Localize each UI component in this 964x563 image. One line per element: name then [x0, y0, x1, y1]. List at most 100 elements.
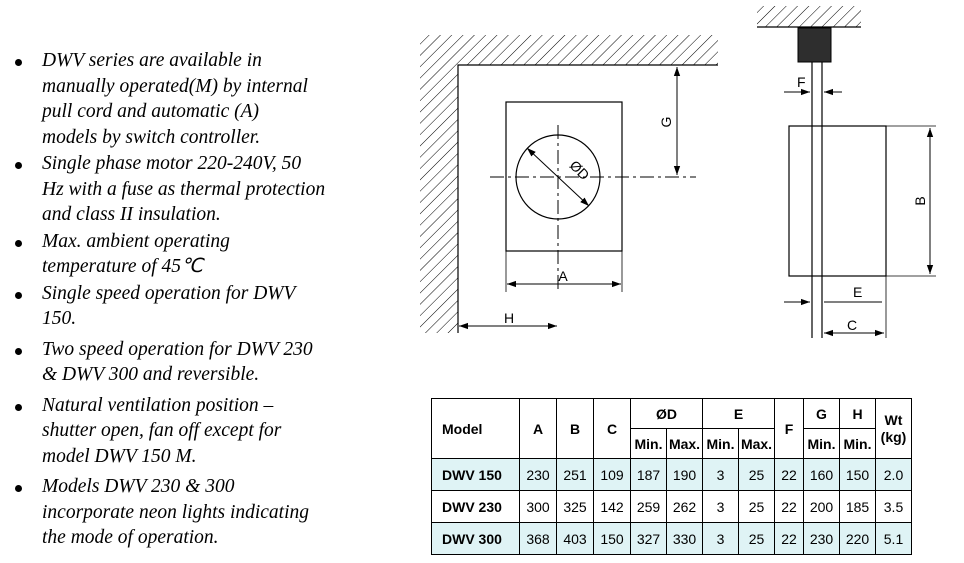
dimension-drawings: ØD G A H F B	[420, 6, 936, 338]
cell-g-min: 230	[803, 522, 840, 555]
cell-h-min: 150	[839, 458, 876, 491]
bullet-icon	[15, 291, 22, 299]
header-b: B	[556, 398, 594, 459]
header-h-min: Min.	[839, 428, 876, 459]
cell-g-min: 160	[803, 458, 840, 491]
cell-d-max: 262	[666, 490, 703, 523]
cell-e-max: 25	[738, 522, 775, 555]
table-row: DWV 150 230 251 109 187 190 3 25 22 160 …	[431, 458, 912, 491]
cell-d-min: 187	[630, 458, 667, 491]
line: Max. ambient operating	[42, 230, 230, 252]
header-a: A	[519, 398, 557, 459]
cell-f: 22	[774, 522, 804, 555]
list-item: DWV series are available in manually oper…	[10, 48, 380, 150]
header-h: H	[839, 398, 876, 429]
cell-h-min: 220	[839, 522, 876, 555]
cell-h-min: 185	[839, 490, 876, 523]
cell-e-max: 25	[738, 458, 775, 491]
cell-weight: 5.1	[875, 522, 912, 555]
side-view: F B E C	[757, 6, 936, 338]
cell-g-min: 200	[803, 490, 840, 523]
specifications-table: Model A B C ØD E F G H Wt(kg) Min. Max. …	[431, 398, 912, 555]
line: and class II insulation.	[42, 204, 221, 225]
bullet-icon	[15, 485, 22, 492]
cell-weight: 2.0	[875, 458, 912, 491]
list-item: Max. ambient operating temperature of 45℃	[10, 229, 380, 280]
feature-list: DWV series are available in manually oper…	[10, 48, 380, 551]
list-item: Two speed operation for DWV 230 & DWV 300…	[10, 337, 380, 388]
cell-c: 109	[593, 458, 631, 491]
header-f: F	[774, 398, 804, 459]
table-row: DWV 300 368 403 150 327 330 3 25 22 230 …	[431, 522, 912, 555]
header-d: ØD	[630, 398, 703, 429]
cell-e-min: 3	[702, 490, 739, 523]
diameter-arrow	[526, 147, 590, 207]
ceiling-hatching	[757, 6, 861, 27]
line: & DWV 300 and reversible.	[42, 364, 260, 385]
line: pull cord and automatic (A)	[42, 101, 259, 122]
cell-c: 150	[593, 522, 631, 555]
line: Natural ventilation position –	[42, 394, 274, 416]
header-g: G	[803, 398, 840, 429]
line: 150.	[42, 308, 77, 329]
cell-d-min: 259	[630, 490, 667, 523]
line: temperature of 45℃	[42, 256, 203, 277]
header-e-max: Max.	[738, 428, 775, 459]
line: models by switch controller.	[42, 126, 261, 148]
c-dimension-label: C	[847, 317, 857, 333]
cell-model: DWV 150	[431, 458, 520, 491]
cell-f: 22	[774, 490, 804, 523]
cell-model: DWV 300	[431, 522, 520, 555]
cell-a: 368	[519, 522, 557, 555]
line: the mode of operation.	[42, 527, 219, 548]
table-row: DWV 230 300 325 142 259 262 3 25 22 200 …	[431, 490, 912, 523]
header-e: E	[702, 398, 775, 429]
cell-weight: 3.5	[875, 490, 912, 523]
cell-d-max: 190	[666, 458, 703, 491]
fan-body-side	[788, 125, 887, 277]
list-item: Natural ventilation position – shutter op…	[10, 393, 380, 470]
cell-d-max: 330	[666, 522, 703, 555]
header-subrow: Min. Max. Min. Max. Min. Min.	[432, 428, 912, 459]
cell-c: 142	[593, 490, 631, 523]
header-g-min: Min.	[803, 428, 840, 459]
header-row: Model A B C ØD E F G H Wt(kg)	[431, 398, 912, 459]
header-model: Model	[431, 398, 520, 459]
bullet-icon	[15, 347, 22, 355]
e-dimension-label: E	[853, 284, 862, 300]
h-dimension-label: H	[504, 310, 514, 326]
cell-e-min: 3	[702, 522, 739, 555]
header-c: C	[593, 398, 631, 459]
cell-b: 325	[556, 490, 594, 523]
mounting-block	[797, 27, 832, 63]
line: Single phase motor 220-240V, 50	[42, 153, 302, 174]
list-item: Single phase motor 220-240V, 50 Hz with a…	[10, 151, 380, 228]
bullet-icon	[15, 59, 22, 66]
line: Two speed operation for DWV 230	[42, 338, 313, 360]
cell-b: 251	[556, 458, 594, 491]
g-dimension-label: G	[658, 117, 674, 128]
line: Single speed operation for DWV	[42, 282, 296, 304]
list-item: Single speed operation for DWV 150.	[10, 281, 380, 332]
line: incorporate neon lights indicating	[42, 501, 310, 523]
cell-a: 300	[519, 490, 557, 523]
cell-f: 22	[774, 458, 804, 491]
b-dimension-label: B	[912, 196, 928, 205]
line: Hz with a fuse as thermal protection	[42, 178, 326, 200]
cell-d-min: 327	[630, 522, 667, 555]
cell-model: DWV 230	[431, 490, 520, 523]
bullet-icon	[15, 239, 22, 247]
cell-a: 230	[519, 458, 557, 491]
a-dimension-label: A	[558, 268, 568, 284]
header-e-min: Min.	[702, 428, 739, 459]
f-dimension-label: F	[797, 74, 806, 90]
cell-e-max: 25	[738, 490, 775, 523]
cell-b: 403	[556, 522, 594, 555]
header-weight: Wt(kg)	[875, 398, 912, 459]
line: DWV series are available in	[42, 50, 262, 71]
header-d-max: Max.	[666, 428, 703, 459]
line: shutter open, fan off except for	[42, 420, 282, 441]
line: model DWV 150 M.	[42, 445, 197, 467]
line: manually operated(M) by internal	[42, 75, 308, 97]
